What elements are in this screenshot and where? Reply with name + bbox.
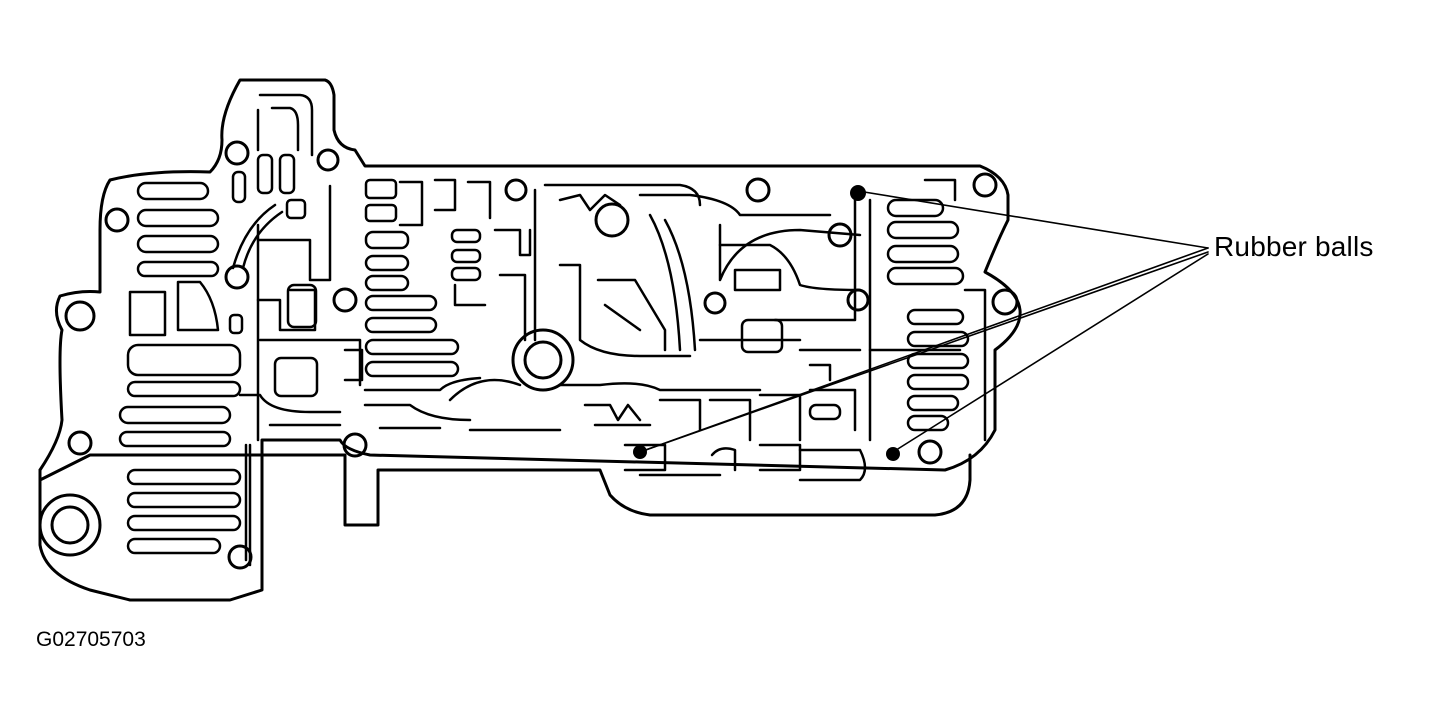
lower-channels xyxy=(363,348,867,482)
rubber-ball-3 xyxy=(886,447,900,461)
plate-bottom-edge xyxy=(38,453,972,602)
right-slot-channels xyxy=(886,178,987,442)
rubber-ball-markers xyxy=(633,185,900,461)
left-slot-channels xyxy=(118,181,252,567)
top-tower-channels xyxy=(231,93,314,270)
callout-leader-lines xyxy=(639,190,1209,453)
rubber-ball-2 xyxy=(633,445,647,459)
central-channels xyxy=(238,178,962,442)
rubber-ball-1 xyxy=(850,185,866,201)
plate-outline xyxy=(38,78,1022,482)
rubber-balls-label: Rubber balls xyxy=(1214,231,1374,262)
figure-id: G02705703 xyxy=(36,628,146,651)
